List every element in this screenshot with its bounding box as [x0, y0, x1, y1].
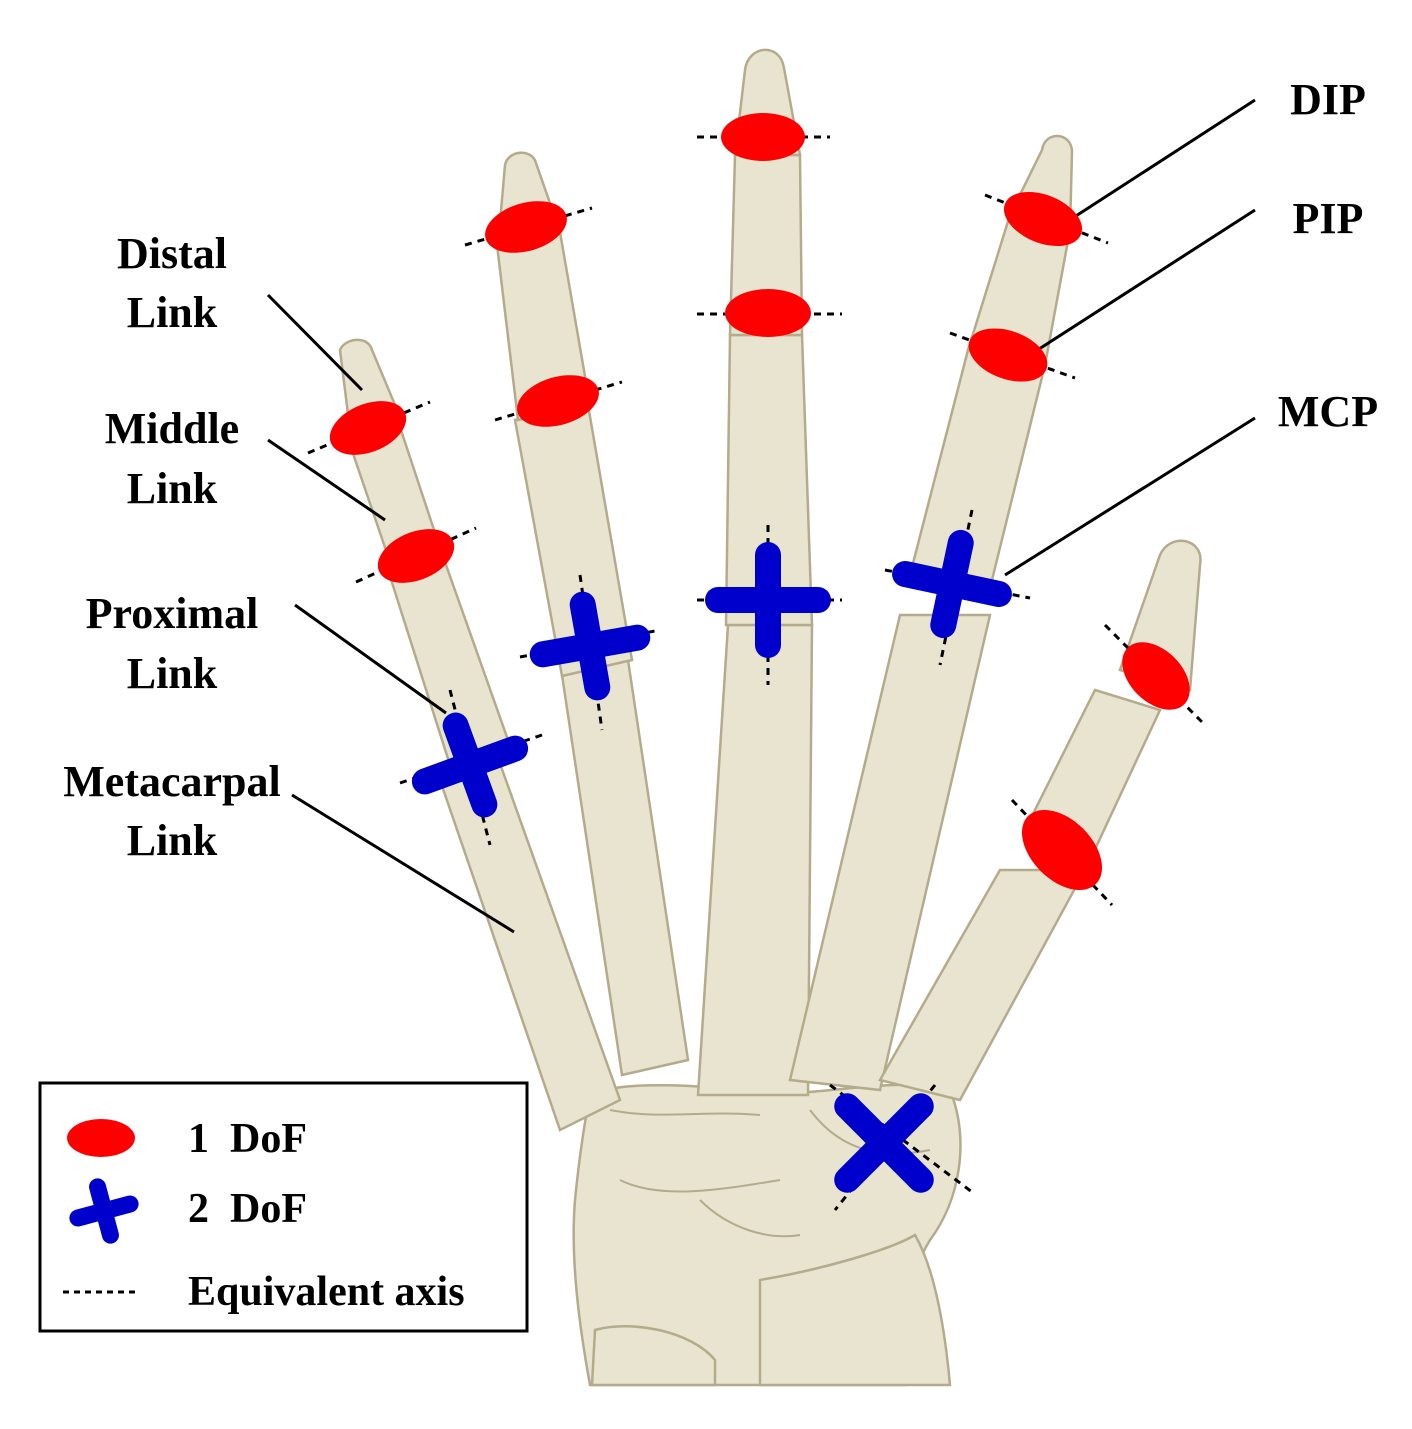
- joint-ring-pip-one-dof: [517, 375, 599, 427]
- one-dof-joints: [329, 113, 1190, 891]
- carpal-contours: [609, 1109, 931, 1238]
- label-middle-link-line1: Middle: [105, 404, 239, 453]
- label-pip: PIP: [1293, 194, 1364, 243]
- joint-little-mcp-two-dof: [411, 712, 529, 818]
- label-distal-link-line1: Distal: [117, 229, 227, 278]
- joint-little-pip-one-dof: [377, 529, 455, 583]
- two-dof-joints: [411, 529, 1012, 1193]
- leader-metacarpal-link: [291, 793, 515, 934]
- radius-bone: [758, 1233, 952, 1387]
- joint-thumb-ip-one-dof: [1122, 642, 1190, 710]
- label-middle-link-line2: Link: [127, 464, 218, 513]
- label-proximal-link-line1: Proximal: [86, 589, 259, 638]
- index-metacarpal: [788, 613, 992, 1092]
- label-distal-link-line2: Link: [127, 288, 218, 337]
- label-metacarpal-link-line2: Link: [127, 816, 218, 865]
- link-labels: Distal Link Middle Link Proximal Link Me…: [63, 229, 280, 865]
- joint-index-dip-one-dof: [1003, 191, 1083, 247]
- joint-labels: DIP PIP MCP: [1278, 75, 1378, 436]
- legend-one-dof-icon: [67, 1119, 135, 1157]
- joint-index-mcp-two-dof: [892, 529, 1012, 639]
- joint-middle-dip-one-dof: [721, 113, 805, 161]
- joint-little-dip-one-dof: [329, 401, 407, 455]
- joint-ring-mcp-two-dof: [529, 591, 651, 701]
- joint-thumb-cmc-two-dof: [834, 1093, 934, 1193]
- joint-thumb-mcp-one-dof: [1021, 809, 1103, 891]
- leader-middle-link: [267, 438, 386, 522]
- leader-mcp: [1004, 416, 1256, 577]
- label-mcp: MCP: [1278, 387, 1378, 436]
- legend-two-dof-icon: [69, 1178, 139, 1244]
- joint-middle-pip-one-dof: [725, 289, 811, 337]
- joint-middle-mcp-two-dof: [705, 542, 831, 658]
- legend: 1 DoF 2 DoF Equivalent axis: [38, 1081, 529, 1333]
- joint-index-pip-one-dof: [968, 328, 1048, 382]
- label-proximal-link-line2: Link: [127, 649, 218, 698]
- leader-dip: [1061, 98, 1256, 227]
- label-metacarpal-link-line1: Metacarpal: [63, 757, 280, 806]
- axis-thumb-mcp: [1010, 798, 1114, 907]
- ulna-bone: [590, 1325, 717, 1387]
- legend-two-dof-label: 2 DoF: [188, 1186, 307, 1232]
- middle-metacarpal: [696, 623, 814, 1097]
- leader-pip: [1021, 208, 1256, 362]
- index-proximal-phalanx: [908, 348, 1047, 582]
- label-dip: DIP: [1290, 75, 1366, 124]
- leader-lines: [266, 98, 1256, 934]
- legend-axis-label: Equivalent axis: [188, 1269, 465, 1315]
- joint-ring-dip-one-dof: [485, 201, 567, 253]
- legend-one-dof-label: 1 DoF: [188, 1116, 307, 1162]
- leader-distal-link: [266, 293, 364, 392]
- leader-proximal-link: [294, 603, 447, 715]
